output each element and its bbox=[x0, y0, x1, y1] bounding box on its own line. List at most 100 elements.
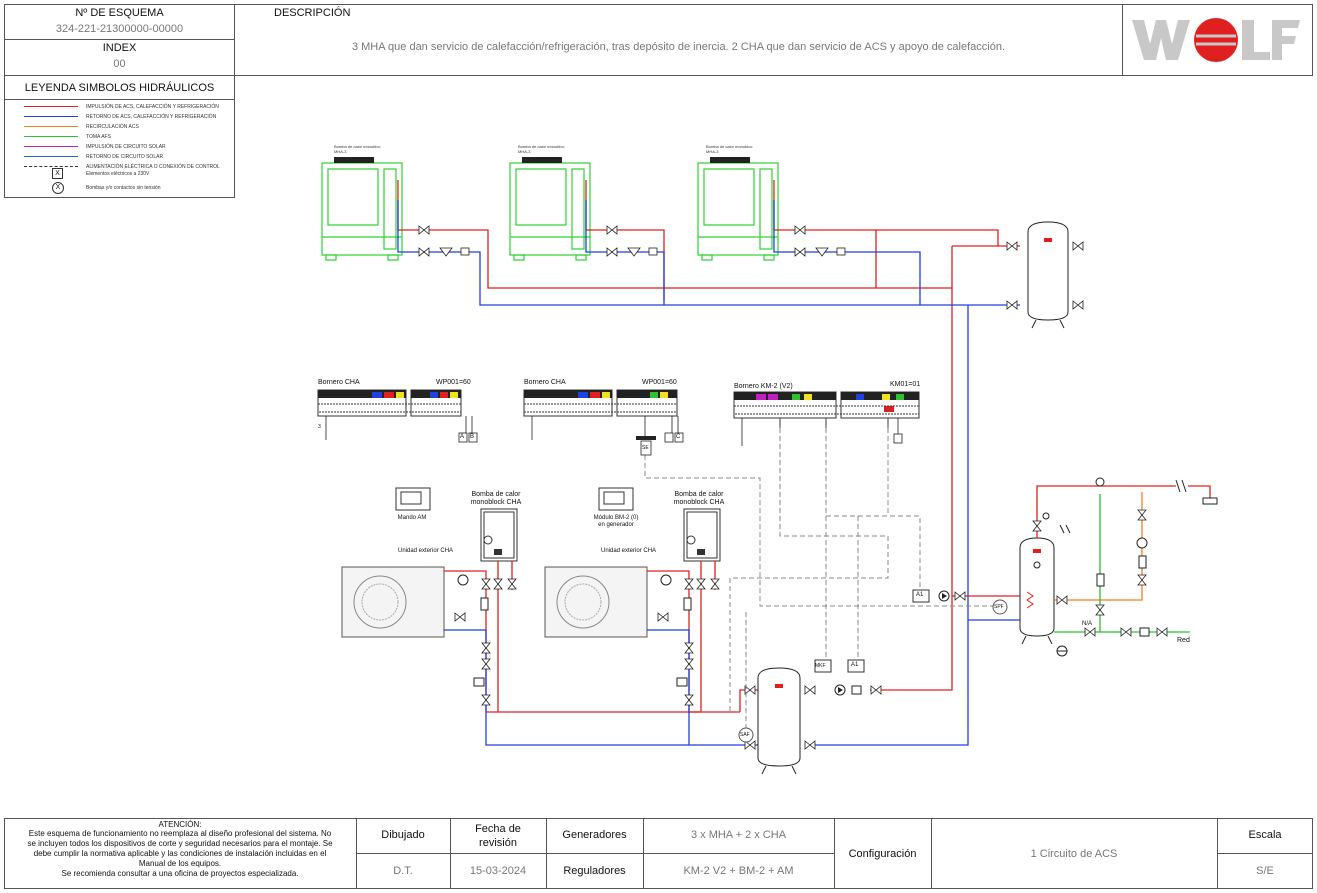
km01-label: KM01=01 bbox=[890, 381, 921, 388]
legend-line-swatch bbox=[24, 166, 78, 167]
wp-1-label: WP001=60 bbox=[436, 379, 471, 386]
cha-return-lines bbox=[444, 629, 758, 746]
attention-title: ATENCIÓN: bbox=[158, 820, 202, 829]
attention-line: debe cumplir la normativa aplicable y la… bbox=[33, 849, 327, 858]
legend-box bbox=[4, 75, 235, 198]
bornero-cha-2-label: Bornero CHA bbox=[524, 379, 566, 386]
attention-line: se incluyen todos los dispositivos de co… bbox=[27, 839, 333, 848]
legend-line-swatch bbox=[24, 106, 78, 107]
legend-line-swatch bbox=[24, 146, 78, 147]
mha-label-2: Bomba de calor monobloc MHA-3 bbox=[518, 144, 565, 154]
legend-line-swatch bbox=[24, 156, 78, 157]
mha-label-3: Bomba de calor monobloc MHA-3 bbox=[706, 144, 753, 154]
index-value: 00 bbox=[113, 58, 126, 70]
schema-number: 324-221-21300000-00000 bbox=[55, 23, 184, 35]
cha-fan-1-icon bbox=[353, 575, 407, 629]
legend-line-swatch bbox=[24, 126, 78, 127]
terminal-block-km2 bbox=[733, 391, 920, 419]
mha-fan-2 bbox=[522, 157, 562, 163]
label-na: N/A bbox=[1082, 621, 1093, 627]
circle-x-symbol-icon: X bbox=[52, 182, 64, 194]
cha-outdoor-unit-1 bbox=[341, 566, 445, 638]
legend-item-label: IMPULSIÓN DE ACS, CALEFACCIÓN Y REFRIGER… bbox=[86, 104, 219, 110]
description-text: 3 MHA que dan servicio de calefacción/re… bbox=[351, 41, 1006, 53]
terminal-block-cha-2 bbox=[523, 389, 678, 417]
mha-unit-2 bbox=[509, 162, 591, 261]
attention-block: ATENCIÓN: Este esquema de funcionamiento… bbox=[4, 820, 356, 879]
schema-divider bbox=[4, 39, 235, 40]
escala-value: S/E bbox=[1256, 865, 1274, 877]
mando-am-label: Mando AM bbox=[397, 515, 427, 521]
index-label: INDEX bbox=[102, 42, 137, 54]
label-c: C bbox=[676, 434, 681, 440]
mha-label-1: Bomba de calor monobloc MHA-3 bbox=[334, 144, 381, 154]
footer-h-mid bbox=[356, 853, 834, 854]
mha-fan-3 bbox=[710, 157, 750, 163]
mando-am-device bbox=[395, 487, 431, 511]
configuracion-value: 1 Circuito de ACS bbox=[1030, 848, 1118, 860]
legend-divider bbox=[4, 99, 235, 100]
terminal-block-cha-1 bbox=[317, 389, 462, 417]
legend-symbol-circle: Bombas y/o contactos sin tensión bbox=[86, 185, 161, 191]
label-3: 3 bbox=[318, 424, 321, 430]
attention-line: Manual de los equipos. bbox=[138, 859, 222, 868]
footer-v2 bbox=[450, 818, 451, 889]
reguladores-value: KM-2 V2 + BM-2 + AM bbox=[683, 865, 794, 877]
mha-unit-3 bbox=[697, 162, 779, 261]
fecha-label-2: revisión bbox=[479, 837, 517, 849]
wp-2-label: WP001=60 bbox=[642, 379, 677, 386]
footer-v5 bbox=[834, 818, 835, 889]
label-b: B bbox=[470, 434, 475, 440]
modulo-bm2-label-2: en generador bbox=[598, 522, 634, 528]
legend-line-swatch bbox=[24, 116, 78, 117]
footer-v4 bbox=[643, 818, 644, 889]
generadores-label: Generadores bbox=[562, 829, 627, 841]
lower-buffer-tank bbox=[757, 667, 801, 775]
dhw-tank bbox=[1019, 537, 1055, 645]
fecha-value: 15-03-2024 bbox=[469, 865, 527, 877]
attention-line: Se recomienda consultar a una oficina de… bbox=[61, 869, 299, 878]
schema-label: Nº DE ESQUEMA bbox=[75, 7, 164, 19]
bornero-cha-1-label: Bornero CHA bbox=[318, 379, 360, 386]
mha-unit-1 bbox=[321, 162, 403, 261]
cha-fan-2-icon bbox=[556, 575, 610, 629]
escala-label: Escala bbox=[1248, 829, 1282, 841]
modulo-bm2-label: Módulo BM-2 (0) bbox=[593, 515, 639, 521]
footer-v6 bbox=[931, 818, 932, 889]
attention-line: Este esquema de funcionamiento no reempl… bbox=[28, 829, 332, 838]
footer-v3 bbox=[546, 818, 547, 889]
mha-return-lines bbox=[397, 200, 1020, 746]
dibujado-label: Dibujado bbox=[381, 829, 425, 841]
label-saf: SAF bbox=[740, 732, 750, 738]
bornero-km2-label: Bornero KM-2 (V2) bbox=[734, 383, 793, 390]
legend-title: LEYENDA SIMBOLOS HIDRÁULICOS bbox=[24, 82, 215, 94]
modulo-bm2-device bbox=[598, 487, 634, 511]
legend-item-label: IMPULSIÓN DE CIRCUITO SOLAR bbox=[86, 144, 166, 150]
label-a1-top: A1 bbox=[916, 592, 924, 598]
cha-2-label: Bomba de calor bbox=[674, 491, 724, 498]
legend-item-label: RECIRCULACIÓN ACS bbox=[86, 124, 139, 130]
footer-h-escala bbox=[1217, 853, 1313, 854]
dibujado-value: D.T. bbox=[393, 865, 413, 877]
reguladores-label: Reguladores bbox=[563, 865, 626, 877]
cha-outdoor-unit-2 bbox=[544, 566, 648, 638]
x-symbol-icon: X bbox=[52, 168, 63, 179]
unit-ext-1-label: Unidad exterior CHA bbox=[398, 548, 454, 554]
description-label: DESCRIPCIÓN bbox=[274, 7, 351, 19]
dhw-outlet-lines bbox=[1036, 485, 1211, 633]
cha-2-label-2: monoblock CHA bbox=[673, 499, 725, 506]
label-a1-bottom: A1 bbox=[851, 662, 859, 668]
label-red: Red bbox=[1177, 637, 1190, 644]
label-spf: SPF bbox=[994, 604, 1004, 610]
mha-fan-1 bbox=[334, 157, 374, 163]
generadores-value: 3 x MHA + 2 x CHA bbox=[690, 829, 787, 841]
legend-item-label: RETORNO DE CIRCUITO SOLAR bbox=[86, 154, 164, 160]
legend-item-label: RETORNO DE ACS, CALEFACCIÓN Y REFRIGERAC… bbox=[86, 114, 217, 120]
cha-1-label-2: monoblock CHA bbox=[470, 499, 522, 506]
upper-buffer-tank bbox=[1027, 221, 1069, 329]
logo-box bbox=[1122, 4, 1313, 76]
label-mkf: MKF bbox=[815, 663, 826, 669]
control-wiring bbox=[644, 420, 1000, 730]
unit-ext-2-label: Unidad exterior CHA bbox=[601, 548, 657, 554]
